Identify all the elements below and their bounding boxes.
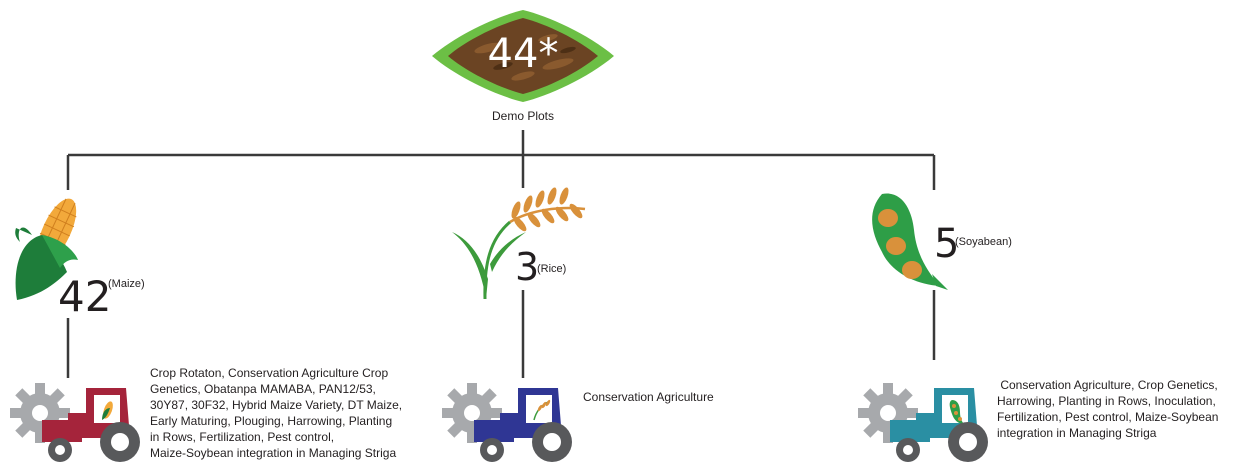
soy-count: 5 bbox=[934, 221, 960, 267]
maize-count: 42 bbox=[58, 272, 112, 321]
practice-line: integration in Managing Striga bbox=[997, 426, 1157, 440]
root-count: 44* bbox=[487, 31, 559, 77]
practice-line: Harrowing, Planting in Rows, Inoculation… bbox=[997, 394, 1216, 408]
maize-cob-icon bbox=[15, 198, 78, 300]
rice-crop-label: (Rice) bbox=[537, 263, 567, 275]
practice-line: in Rows, Fertilization, Pest control, bbox=[150, 430, 335, 444]
maize-tractor-icon bbox=[10, 383, 140, 462]
practice-line: 30Y87, 30F32, Hybrid Maize Variety, DT M… bbox=[150, 398, 403, 412]
rice-tractor-icon bbox=[442, 383, 572, 462]
practice-line: Fertilization, Pest control, Maize-Soybe… bbox=[997, 410, 1219, 424]
soy-practices: Conservation Agriculture, Crop Genetics,… bbox=[997, 377, 1240, 441]
soil-plot-icon bbox=[432, 10, 614, 102]
maize-practices: Crop Rotaton, Conservation Agriculture C… bbox=[150, 365, 430, 461]
soybean-tractor-icon bbox=[858, 383, 988, 462]
rice-plant-icon bbox=[452, 187, 586, 300]
practice-line: Genetics, Obatanpa MAMABA, PAN12/53, bbox=[150, 382, 376, 396]
practice-line: Conservation Agriculture, Crop Genetics, bbox=[997, 378, 1218, 392]
practice-line: Crop Rotaton, Conservation Agriculture C… bbox=[150, 366, 389, 380]
practice-line: Early Maturing, Plouging, Harrowing, Pla… bbox=[150, 414, 393, 428]
practice-line: Conservation Agriculture bbox=[583, 390, 714, 404]
soybean-pod-icon bbox=[872, 193, 948, 290]
rice-practices: Conservation Agriculture bbox=[583, 389, 823, 405]
soy-crop-label: (Soyabean) bbox=[955, 236, 1012, 248]
root-label: Demo Plots bbox=[491, 109, 555, 123]
maize-crop-label: (Maize) bbox=[108, 278, 145, 290]
rice-count: 3 bbox=[515, 245, 540, 289]
practice-line: Maize-Soybean integration in Managing St… bbox=[150, 446, 397, 460]
